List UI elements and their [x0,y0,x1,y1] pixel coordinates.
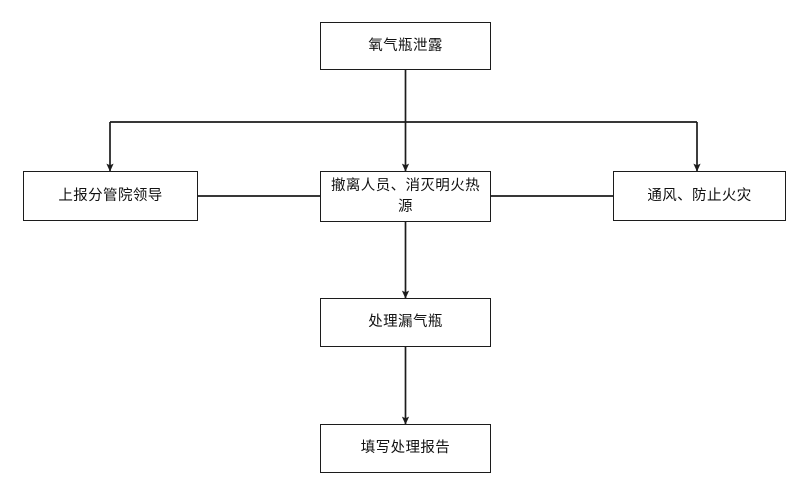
node-handle-leaking-cylinder[interactable]: 处理漏气瓶 [320,298,491,347]
node-evacuate-extinguish[interactable]: 撤离人员、消灭明火热源 [320,171,491,222]
node-oxygen-leak[interactable]: 氧气瓶泄露 [320,22,491,70]
node-ventilate-prevent-fire[interactable]: 通风、防止火灾 [613,171,786,221]
node-report-leader[interactable]: 上报分管院领导 [23,171,198,221]
node-fill-report[interactable]: 填写处理报告 [320,424,491,473]
